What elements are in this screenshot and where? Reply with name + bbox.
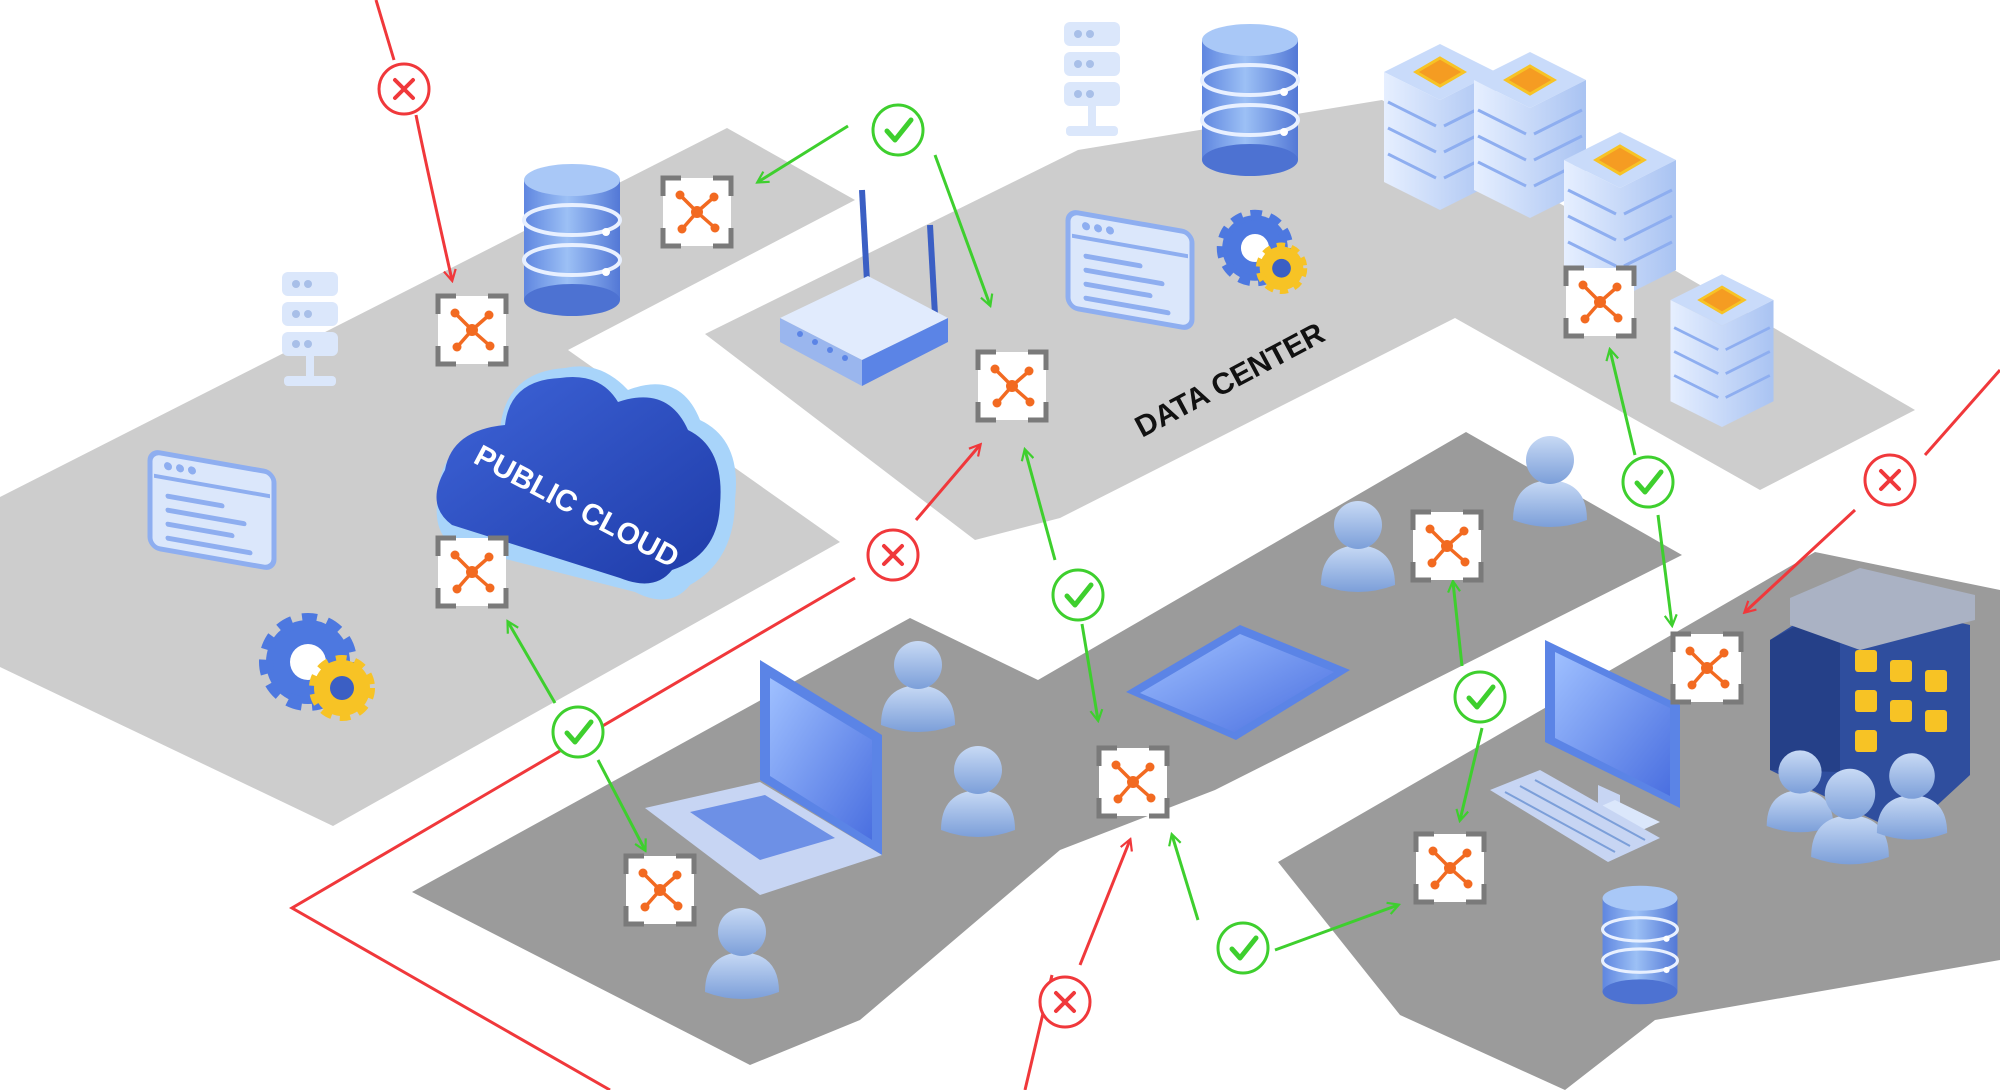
allowed-path	[1025, 450, 1057, 561]
check-circle-icon	[553, 707, 603, 757]
microsegment-node-icon	[1566, 268, 1634, 336]
database-icon	[1200, 22, 1300, 178]
allowed-path	[1610, 350, 1637, 456]
check-circle-icon	[1053, 570, 1103, 620]
microsegment-node-icon	[1673, 634, 1741, 702]
desktop-monitor-icon	[1490, 640, 1680, 862]
x-circle-icon	[866, 528, 920, 582]
allowed-path	[1080, 623, 1098, 720]
blocked-path	[1923, 369, 2000, 456]
allowed-path	[1453, 582, 1464, 667]
database-icon	[522, 162, 622, 318]
allowed-path	[758, 124, 849, 182]
check-circle-icon	[873, 105, 923, 155]
blocked-path	[1745, 508, 1857, 612]
allowed-path	[1656, 514, 1672, 625]
allowed-path	[596, 759, 645, 850]
microsegment-node-icon	[626, 856, 694, 924]
allowed-path	[1460, 727, 1484, 820]
allowed-path	[933, 154, 990, 305]
wifi-router-icon	[780, 189, 948, 386]
allowed-traffic-paths	[508, 124, 1672, 952]
microsegment-node-icon	[438, 538, 506, 606]
data-center-zone-floor	[705, 100, 1915, 540]
blocked-path	[374, 0, 396, 61]
allowed-path	[1274, 905, 1398, 952]
allowed-path	[508, 622, 557, 704]
office-building-icon	[1766, 568, 1975, 865]
laptop-icon	[645, 660, 882, 895]
browser-window-icon	[150, 451, 274, 569]
allowed-path	[1172, 835, 1200, 921]
public-cloud-zone-floor	[0, 128, 855, 826]
blocked-path	[914, 445, 980, 521]
microsegment-node-icon	[1099, 748, 1167, 816]
x-circle-icon	[377, 62, 431, 116]
microsegment-node-icon	[1416, 834, 1484, 902]
microsegment-node-icon	[663, 178, 731, 246]
blocked-path	[1078, 840, 1130, 966]
microsegment-node-icon	[978, 352, 1046, 420]
check-circle-icon	[1455, 672, 1505, 722]
blocked-zone-boundary	[289, 576, 856, 1090]
x-circle-icon	[1863, 453, 1917, 507]
browser-window-icon	[1068, 211, 1192, 329]
microsegment-node-icon	[1413, 512, 1481, 580]
database-icon	[1601, 884, 1679, 1006]
server-rack-icon	[1064, 22, 1120, 136]
tablet-icon	[1126, 625, 1350, 740]
check-circle-icon	[1218, 923, 1268, 973]
check-circle-icon	[1623, 457, 1673, 507]
blocked-traffic-paths	[289, 0, 2000, 1090]
microsegment-node-icon	[438, 296, 506, 364]
x-circle-icon	[1038, 975, 1092, 1029]
blocked-path	[414, 114, 452, 280]
